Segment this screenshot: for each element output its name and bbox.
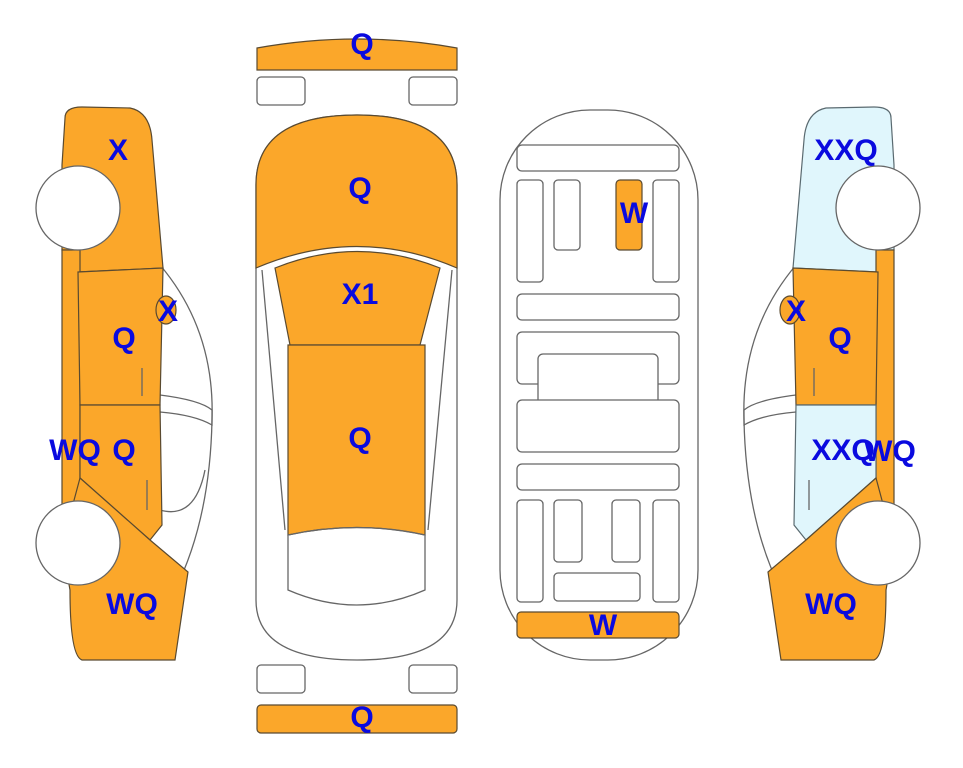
rear-bumper-label: Q: [350, 701, 373, 734]
hood-label: Q: [348, 172, 371, 205]
underbody-part: [516, 293, 680, 321]
right-front-door-label: Q: [828, 322, 851, 355]
front-right-light: [408, 76, 458, 106]
left-mirror-label: X: [158, 295, 178, 328]
right-rear-wheel: [835, 500, 921, 586]
right-mirror-label: X: [786, 295, 806, 328]
underbody-part: [516, 399, 680, 453]
rear-right-light: [408, 664, 458, 694]
left-mirror[interactable]: [155, 295, 177, 325]
left-front-fender-label: X: [108, 134, 128, 167]
left-side-view: X X Q Q WQ WQ: [35, 106, 213, 661]
underbody-part: [516, 144, 680, 172]
side-pillars: [261, 269, 453, 531]
left-rear-door[interactable]: [79, 404, 163, 541]
right-front-wheel: [835, 165, 921, 251]
center-member[interactable]: [615, 179, 643, 251]
underbody-part: [652, 499, 680, 603]
right-rear-door[interactable]: [793, 404, 877, 541]
rear-panel[interactable]: [516, 611, 680, 639]
underbody-part: [516, 179, 544, 283]
right-front-fender-label: XXQ: [814, 134, 877, 167]
underbody-view: W W: [499, 109, 699, 661]
right-window-divider: [743, 394, 797, 427]
left-rear-wheel: [35, 500, 121, 586]
front-bumper-label: Q: [350, 28, 373, 61]
right-rear-door-label: XXQ: [811, 434, 874, 467]
underbody-part: [516, 499, 544, 603]
windshield[interactable]: [274, 250, 441, 346]
left-rear-window: [159, 469, 206, 513]
front-left-light: [256, 76, 306, 106]
center-member-label: W: [620, 197, 649, 230]
underbody-part: [652, 179, 680, 283]
right-side-view: XXQ X Q XXQ WQ WQ: [743, 106, 921, 661]
left-rear-door-label: Q: [112, 434, 135, 467]
left-front-wheel: [35, 165, 121, 251]
front-bumper[interactable]: [256, 38, 458, 71]
underbody-part: [553, 572, 641, 602]
right-mirror[interactable]: [779, 295, 801, 325]
rear-left-light: [256, 664, 306, 694]
right-rear-quarter-label: WQ: [805, 588, 857, 621]
rear-panel-label: W: [589, 609, 618, 642]
underbody-part: [611, 499, 641, 563]
left-front-door-label: Q: [112, 322, 135, 355]
left-window-divider: [159, 394, 213, 427]
rear-window: [287, 526, 426, 606]
top-view: Q Q X1 Q Q: [255, 28, 458, 734]
underbody-part: [553, 179, 581, 251]
left-rear-quarter-label: WQ: [106, 588, 158, 621]
roof-label: Q: [348, 422, 371, 455]
hood[interactable]: [255, 114, 458, 269]
right-rocker-label: WQ: [864, 435, 916, 468]
rear-bumper[interactable]: [256, 704, 458, 734]
underbody-part: [516, 463, 680, 491]
underbody-part: [553, 499, 583, 563]
windshield-label: X1: [342, 278, 379, 311]
left-rocker-label: WQ: [49, 434, 101, 467]
